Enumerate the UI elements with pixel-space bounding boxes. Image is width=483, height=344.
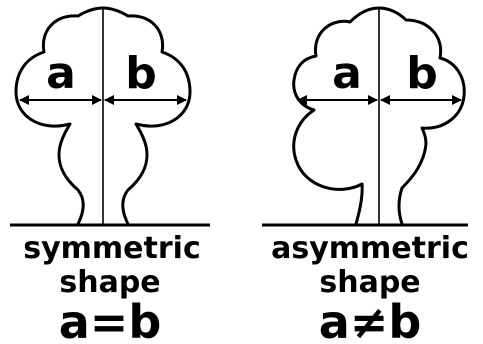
asymmetric-equation: a≠b [319,295,422,344]
symmetric-caption-line2: shape [59,265,160,300]
symmetric-caption-line1: symmetric [23,231,200,266]
asymmetric-tree-figure: a b [262,6,468,227]
symmetric-label-b: b [125,48,157,99]
asymmetric-caption-line1: asymmetric [271,231,469,266]
symmetric-tree-figure: a b [10,6,210,227]
symmetric-label-a: a [46,48,76,99]
asymmetric-caption-line2: shape [319,265,420,300]
asymmetric-label-b: b [406,48,438,99]
symmetric-equation: a=b [59,295,162,344]
asymmetric-label-a: a [332,48,362,99]
